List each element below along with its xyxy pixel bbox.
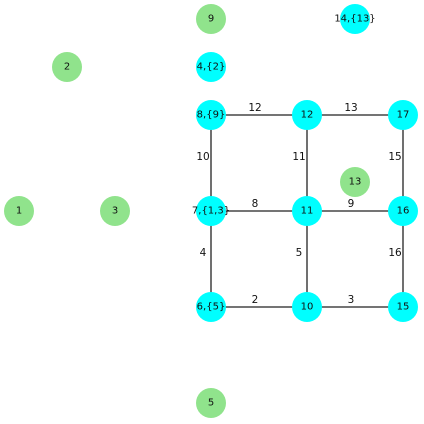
node-circle-10 [292, 292, 322, 322]
edge-label-17-16: 15 [388, 151, 401, 163]
node-circle-6 [196, 292, 226, 322]
node-7: 7,{1,3} [192, 196, 230, 226]
node-label-16: 16 [397, 206, 410, 217]
node-label-2: 2 [64, 62, 70, 73]
node-label-5: 5 [208, 398, 214, 409]
node-4: 4,{2} [196, 52, 226, 82]
node-9: 9 [196, 4, 226, 34]
node-14: 14,{13} [334, 4, 376, 34]
node-label-8: 8,{9} [197, 110, 226, 121]
edge-label-7-11: 8 [252, 198, 259, 210]
node-11: 11 [292, 196, 322, 226]
edge-label-11-10: 5 [296, 247, 303, 259]
node-circle-2 [52, 52, 82, 82]
edge-label-12-17: 13 [344, 102, 357, 114]
node-label-11: 11 [301, 206, 314, 217]
node-17: 17 [388, 100, 418, 130]
node-5: 5 [196, 388, 226, 418]
node-circle-17 [388, 100, 418, 130]
node-1: 1 [4, 196, 34, 226]
node-label-10: 10 [301, 302, 314, 313]
node-15: 15 [388, 292, 418, 322]
node-label-9: 9 [208, 14, 214, 25]
edge-label-8-7: 10 [196, 151, 209, 163]
node-circle-11 [292, 196, 322, 226]
node-label-13: 13 [349, 177, 362, 188]
edge-label-12-11: 11 [292, 151, 305, 163]
edge-label-6-10: 2 [252, 294, 259, 306]
edge-label-8-12: 12 [248, 102, 261, 114]
node-circle-1 [4, 196, 34, 226]
edge-label-11-16: 9 [348, 198, 355, 210]
node-circle-16 [388, 196, 418, 226]
edge-label-10-15: 3 [348, 294, 355, 306]
node-circle-5 [196, 388, 226, 418]
node-2: 2 [52, 52, 82, 82]
node-label-6: 6,{5} [197, 302, 226, 313]
edges-layer [210, 114, 404, 308]
node-circle-8 [196, 100, 226, 130]
node-circle-13 [340, 167, 370, 197]
node-12: 12 [292, 100, 322, 130]
edge-labels-layer: 12 13 10 11 15 8 9 4 5 16 2 3 [196, 102, 402, 306]
node-16: 16 [388, 196, 418, 226]
node-label-15: 15 [397, 302, 410, 313]
node-circle-4 [196, 52, 226, 82]
node-3: 3 [100, 196, 130, 226]
node-circle-15 [388, 292, 418, 322]
node-8: 8,{9} [196, 100, 226, 130]
node-circle-3 [100, 196, 130, 226]
node-13: 13 [340, 167, 370, 197]
node-circle-7 [196, 196, 226, 226]
node-circle-14 [340, 4, 370, 34]
node-label-3: 3 [112, 206, 118, 217]
node-label-7: 7,{1,3} [192, 206, 230, 217]
node-label-1: 1 [16, 206, 22, 217]
node-6: 6,{5} [196, 292, 226, 322]
node-label-4: 4,{2} [197, 62, 226, 73]
node-circle-12 [292, 100, 322, 130]
node-label-14: 14,{13} [334, 14, 375, 25]
node-label-17: 17 [397, 110, 410, 121]
node-10: 10 [292, 292, 322, 322]
node-label-12: 12 [301, 110, 314, 121]
node-circle-9 [196, 4, 226, 34]
edge-label-16-15: 16 [388, 247, 402, 259]
edge-label-7-6: 4 [200, 247, 207, 259]
